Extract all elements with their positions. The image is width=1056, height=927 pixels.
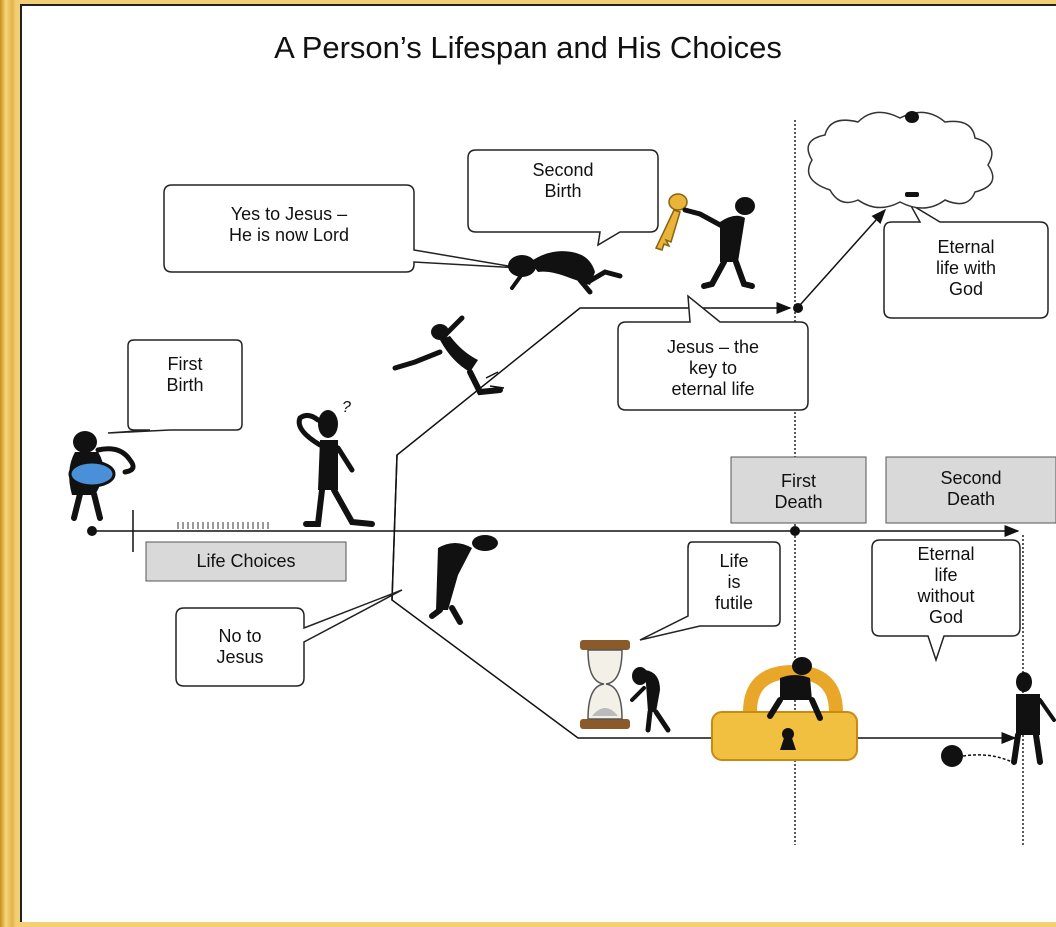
first-death-point bbox=[790, 526, 800, 536]
figure-with-key-icon bbox=[682, 197, 755, 289]
hourglass-icon bbox=[580, 640, 630, 729]
first-death-label: First Death bbox=[774, 471, 823, 512]
first-birth-bubble bbox=[107, 339, 243, 434]
second-death-box bbox=[885, 456, 1056, 524]
figure-in-cloud-icon bbox=[905, 111, 919, 197]
cloud-icon bbox=[807, 111, 994, 209]
life-choices-label: Life Choices bbox=[196, 551, 296, 571]
second-birth-label: Second Birth bbox=[532, 160, 594, 201]
eternal-without-god-label: Eternal life without God bbox=[917, 544, 975, 627]
choice-ticks bbox=[177, 522, 269, 529]
eternal-without-god-bubble bbox=[871, 539, 1021, 663]
yes-to-jesus-label: Yes to Jesus – He is now Lord bbox=[228, 204, 350, 245]
birth-point bbox=[87, 526, 97, 536]
no-to-jesus-bubble bbox=[175, 589, 403, 687]
life-choices-box bbox=[145, 541, 347, 582]
second-death-label: Second Death bbox=[940, 468, 1002, 509]
svg-text:?: ? bbox=[342, 399, 351, 416]
life-futile-label: Life is futile bbox=[714, 551, 754, 613]
climbing-figure-icon bbox=[392, 315, 505, 396]
second-birth-bubble bbox=[467, 149, 659, 247]
ball-and-chain-icon bbox=[941, 745, 1013, 767]
first-death-box bbox=[730, 456, 867, 524]
first-birth-label: First Birth bbox=[166, 354, 204, 395]
prisoner-figure-icon bbox=[1011, 672, 1056, 765]
no-to-jesus-label: No to Jesus bbox=[216, 626, 264, 667]
heaven-arrow bbox=[799, 208, 887, 306]
key-to-life-bubble bbox=[617, 294, 809, 411]
sad-figure-icon bbox=[429, 535, 498, 625]
key-icon bbox=[654, 193, 688, 251]
eternal-with-god-label: Eternal life with God bbox=[935, 237, 997, 299]
yes-to-jesus-bubble bbox=[163, 184, 521, 273]
baby-figure-icon bbox=[68, 431, 136, 521]
yes-death-point bbox=[793, 303, 803, 313]
weary-figure-icon bbox=[630, 667, 671, 733]
thinking-figure-icon: ? bbox=[296, 399, 375, 527]
kneeling-figure-icon bbox=[508, 251, 623, 295]
key-to-life-label: Jesus – the key to eternal life bbox=[666, 337, 760, 399]
life-futile-bubble bbox=[639, 541, 781, 641]
padlock-icon bbox=[711, 664, 858, 761]
seated-figure-icon bbox=[767, 657, 823, 721]
slide-title: A Person’s Lifespan and His Choices bbox=[274, 30, 782, 65]
eternal-with-god-bubble bbox=[883, 201, 1049, 319]
